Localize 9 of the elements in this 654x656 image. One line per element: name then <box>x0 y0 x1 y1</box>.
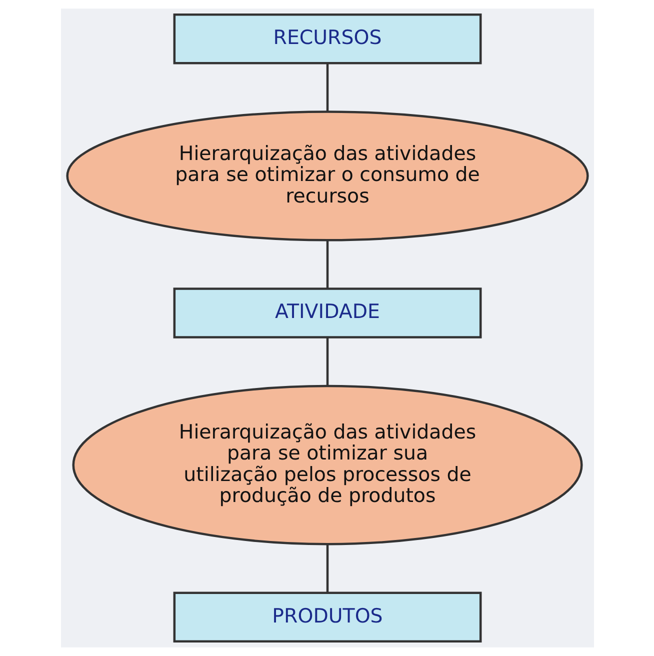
connector <box>326 544 328 592</box>
connector <box>326 338 328 386</box>
connector <box>326 63 328 112</box>
node-ellipse: Hierarquização das atividades para se otimizar o consumo de recursos <box>66 110 588 242</box>
node-ellipse: Hierarquização das atividades para se otimizar sua utilização pelos processos de produção de produtos <box>72 384 582 546</box>
node-box: ATIVIDADE <box>172 288 482 338</box>
node-box: RECURSOS <box>172 13 482 64</box>
connector <box>326 240 328 288</box>
node-box: PRODUTOS <box>172 592 482 643</box>
